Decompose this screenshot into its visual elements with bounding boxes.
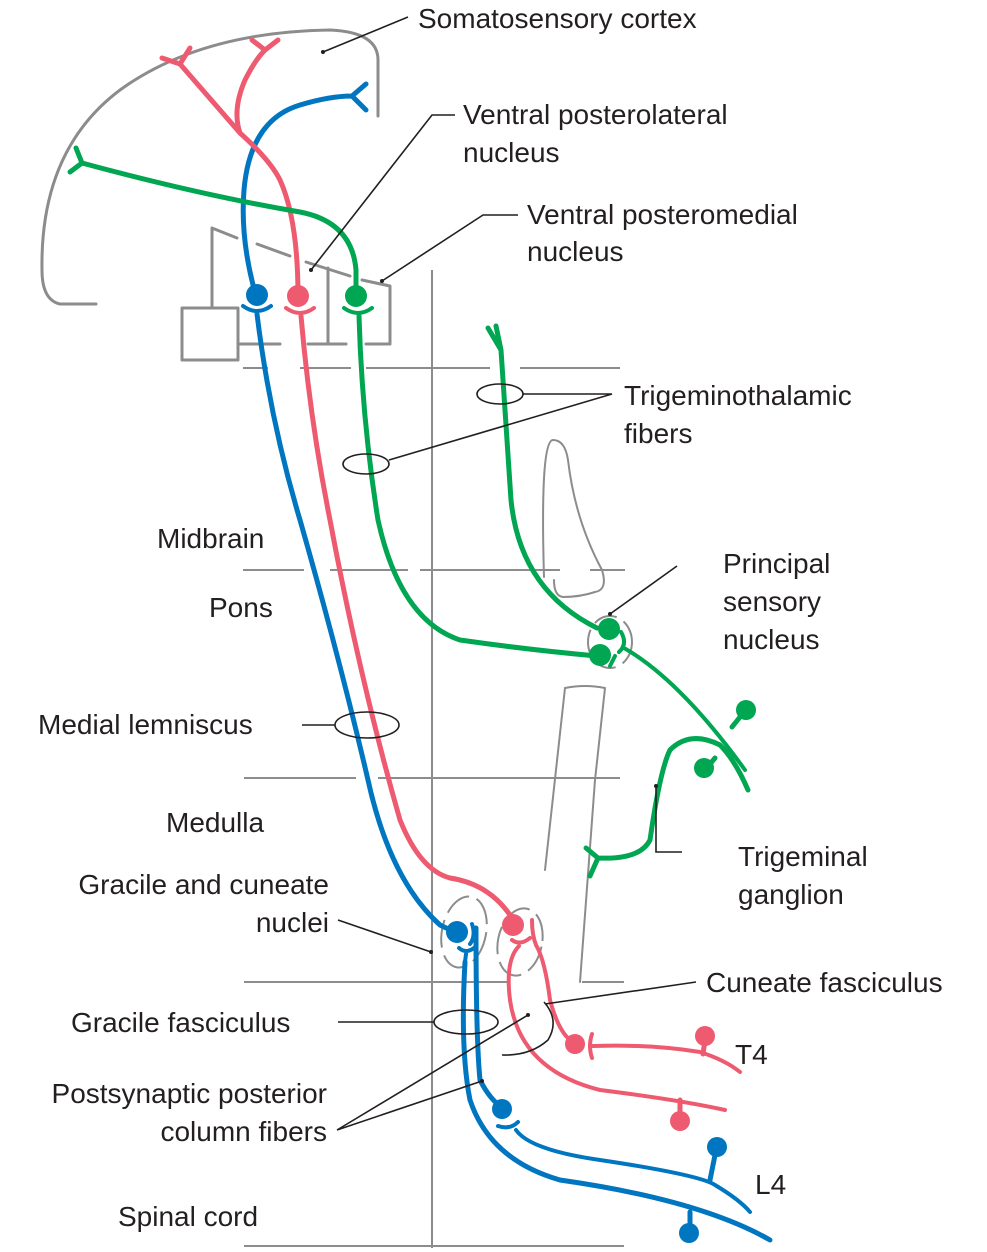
- leader-dot: [309, 268, 313, 272]
- leader-lines: [302, 16, 697, 1131]
- cuneate-fasciculus-bundle: [501, 1001, 554, 1056]
- blue-l4-ganglion-lower: [679, 1223, 699, 1243]
- blue-thalamic-neuron: [246, 284, 268, 306]
- leader-postsynaptic: [336, 1014, 529, 1131]
- green-ganglion-neuron-lower: [694, 758, 714, 778]
- green-vpm-neuron: [345, 285, 367, 307]
- blue-medial-lemniscus: [254, 311, 459, 935]
- leader-dot: [429, 950, 433, 954]
- leader-dot: [480, 1079, 484, 1083]
- blue-cortex-axon: [240, 81, 369, 299]
- label-vpm-line2: nucleus: [527, 236, 624, 267]
- green-trigeminothalamic-dorsal: [485, 323, 600, 631]
- leader-principal: [609, 565, 678, 615]
- label-somatosensory-cortex: Somatosensory cortex: [418, 3, 697, 34]
- leader-somatosensory-cortex: [322, 16, 409, 53]
- cuneate-nucleus-outline: [496, 907, 544, 977]
- trigeminothalamic-bundle-lower: [342, 453, 390, 475]
- label-principal-line2: sensory: [723, 586, 822, 617]
- green-principal-neuron-upper: [598, 618, 620, 640]
- trigeminothalamic-bundle-upper: [476, 383, 524, 405]
- cortex-outline: [40, 28, 380, 306]
- label-vpl-line1: Ventral posterolateral: [463, 99, 728, 130]
- label-l4: L4: [755, 1169, 787, 1200]
- label-principal-line1: Principal: [723, 548, 831, 579]
- red-t4-second-neuron: [565, 1034, 585, 1054]
- label-gracile-fasciculus: Gracile fasciculus: [71, 1007, 291, 1038]
- red-thalamic-neuron: [287, 285, 309, 307]
- leader-dot: [380, 279, 384, 283]
- label-medial-lemniscus: Medial lemniscus: [38, 709, 253, 740]
- blue-gracile-fasciculus-outer: [460, 959, 773, 1243]
- label-trigeminal-ganglion-line2: ganglion: [738, 879, 844, 910]
- green-cortex-axon: [67, 145, 359, 299]
- blue-l4-second-neuron: [492, 1099, 512, 1119]
- green-vpm-synapse: [342, 306, 374, 315]
- label-trigeminal-ganglion-line1: Trigeminal: [738, 841, 868, 872]
- red-thalamic-synapse: [284, 306, 316, 315]
- red-medial-lemniscus: [298, 313, 515, 921]
- leader-dot: [321, 50, 325, 54]
- red-t4-ganglion-lower: [670, 1111, 690, 1131]
- blue-l4-synapse: [496, 1120, 752, 1214]
- label-midbrain: Midbrain: [157, 523, 265, 554]
- green-principal-synapse: [608, 630, 747, 772]
- red-pathway: [159, 37, 742, 1131]
- leader-vpm: [381, 214, 518, 282]
- label-spinal-cord: Spinal cord: [118, 1201, 259, 1232]
- label-pons: Pons: [209, 592, 273, 623]
- red-t4-ganglion-upper: [695, 1026, 715, 1046]
- label-gracile-cuneate-line2: nuclei: [255, 907, 329, 938]
- label-vpl-line2: nucleus: [463, 137, 560, 168]
- blue-thalamic-synapse: [241, 304, 273, 313]
- leader-trigeminal-ganglion: [655, 786, 682, 853]
- leader-vpl: [310, 114, 455, 271]
- label-postsynaptic-line1: Postsynaptic posterior: [51, 1078, 327, 1109]
- label-postsynaptic-line2: column fibers: [160, 1116, 327, 1147]
- green-principal-neuron-lower: [589, 644, 611, 666]
- leader-dot: [526, 1013, 530, 1017]
- label-t4: T4: [735, 1039, 768, 1070]
- gracile-fasciculus-bundle: [433, 1009, 499, 1035]
- red-cortex-axon: [159, 37, 301, 299]
- leader-trigeminothalamic: [388, 393, 613, 461]
- label-vpm-line1: Ventral posteromedial: [527, 199, 798, 230]
- green-trigeminothalamic-ventral: [356, 313, 600, 659]
- green-pathway: [67, 145, 756, 879]
- medial-lemniscus-bundle: [334, 711, 400, 739]
- leader-cuneate-fasciculus: [544, 981, 697, 1005]
- red-cuneate-synapse: [506, 918, 727, 1112]
- green-trigeminal-nerve-lower: [583, 736, 751, 879]
- label-cuneate-fasciculus: Cuneate fasciculus: [706, 967, 943, 998]
- leader-dot: [608, 612, 612, 616]
- red-cuneate-neuron: [502, 914, 524, 936]
- label-trigeminothalamic-line1: Trigeminothalamic: [624, 380, 852, 411]
- leader-gracile-cuneate: [337, 919, 432, 953]
- label-trigeminothalamic-line2: fibers: [624, 418, 693, 449]
- blue-gracile-neuron: [446, 921, 468, 943]
- trigeminal-tract-upper: [542, 439, 605, 598]
- brain-outlines: [40, 28, 633, 1248]
- blue-l4-ganglion-upper: [707, 1137, 727, 1157]
- blue-pathway: [240, 81, 773, 1243]
- red-t4-root: [588, 1032, 742, 1074]
- trigeminal-tract-lower: [544, 685, 606, 983]
- leader-dot: [654, 784, 658, 788]
- green-ganglion-neuron-upper: [736, 700, 756, 720]
- label-medulla: Medulla: [166, 807, 265, 838]
- label-principal-line3: nucleus: [723, 624, 820, 655]
- blue-gracile-fasciculus-inner: [473, 925, 506, 1111]
- label-gracile-cuneate-line1: Gracile and cuneate: [78, 869, 329, 900]
